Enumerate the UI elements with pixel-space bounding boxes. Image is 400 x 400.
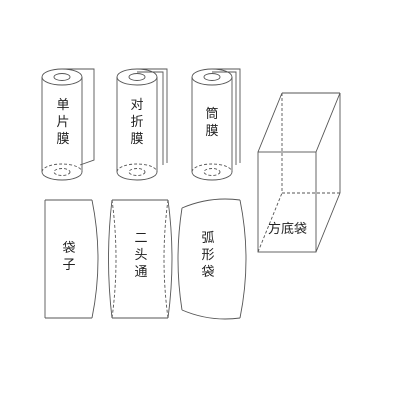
curved-bag-label: 弧形袋 <box>201 231 215 280</box>
curved-bag-shape <box>177 198 247 320</box>
bag-shape <box>44 199 99 319</box>
single-film-label: 单片膜 <box>56 98 70 147</box>
folded-film-roll <box>116 68 168 181</box>
folded-film-label: 对折膜 <box>130 98 144 147</box>
tube-film-roll <box>191 68 241 181</box>
tube-film-label: 筒膜 <box>205 107 219 139</box>
two-end-open-tube <box>108 199 173 319</box>
two-end-open-label: 二头通 <box>134 231 148 280</box>
square-bottom-bag-label: 方底袋 <box>268 222 308 237</box>
square-bottom-bag-box <box>257 92 341 253</box>
single-film-roll <box>41 68 95 181</box>
bag-label: 袋子 <box>62 241 76 273</box>
